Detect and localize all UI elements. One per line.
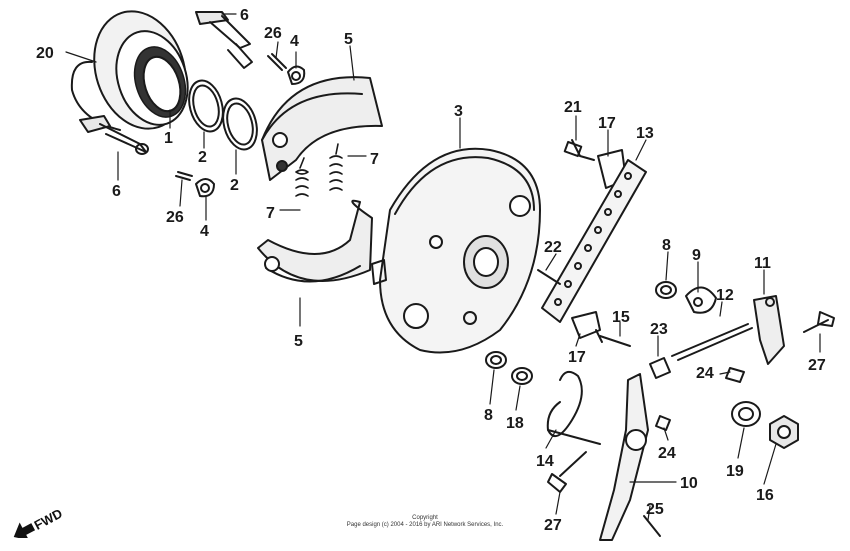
callout-5-top: 5 [344,31,353,48]
washer-parts [485,281,717,385]
brake-cam-shaft-part [79,11,253,155]
callout-7-right: 7 [370,151,379,168]
callout-15: 15 [612,309,630,326]
callout-8-right: 8 [662,237,671,254]
brake-drum-part [70,10,189,131]
callout-16: 16 [756,487,774,504]
pin-and-clip-parts [175,53,306,198]
oil-seal-rings [188,79,258,151]
callout-4-top: 4 [290,33,299,50]
callout-5-bottom: 5 [294,333,303,350]
forward-direction-badge: FWD [13,506,65,538]
forward-arrow-icon [13,522,36,538]
callout-17-bottom: 17 [568,349,586,366]
brake-shoe-springs [295,143,343,197]
callout-7-left: 7 [266,205,275,222]
return-spring-part [546,370,601,445]
callout-8-bottom: 8 [484,407,493,424]
washer-and-nut-parts [731,401,799,449]
callout-23: 23 [650,321,668,338]
callout-labels: 20 6 26 4 5 1 2 2 6 26 4 7 7 5 3 21 17 1… [36,7,826,534]
callout-24-right: 24 [696,365,714,382]
callout-2-left: 2 [198,149,207,166]
callout-25: 25 [646,501,664,518]
brake-panel-part [371,147,541,354]
callout-27-bottom: 27 [544,517,562,534]
callout-26-top: 26 [264,25,282,42]
callout-11: 11 [754,255,771,272]
callout-24-bottom: 24 [658,445,676,462]
brake-pedal-and-bolts [547,329,671,541]
brake-rod-and-arm-parts [649,295,835,383]
leader-lines [65,13,821,521]
callout-17-top: 17 [598,115,616,132]
callout-21: 21 [564,99,582,116]
callout-12: 12 [716,287,734,304]
callout-18: 18 [506,415,524,432]
callout-6-top: 6 [240,7,249,24]
callout-10: 10 [680,475,698,492]
callout-1: 1 [164,130,173,147]
callout-2-right: 2 [230,177,239,194]
callout-14: 14 [536,453,554,470]
copyright-line-2: Page design (c) 2004 - 2016 by ARI Netwo… [346,522,504,528]
callout-26-left: 26 [166,209,184,226]
callout-19: 19 [726,463,744,480]
callout-6-left: 6 [112,183,121,200]
callout-13: 13 [636,125,654,142]
copyright-line-1: Copyright [412,515,438,521]
callout-22: 22 [544,239,562,256]
callout-9: 9 [692,247,701,264]
brake-shoe-parts [257,76,383,283]
callout-27-right: 27 [808,357,826,374]
callout-20: 20 [36,45,54,62]
callout-4-left: 4 [200,223,209,240]
callout-3: 3 [454,103,463,120]
brake-arm-stay-parts [537,139,647,339]
